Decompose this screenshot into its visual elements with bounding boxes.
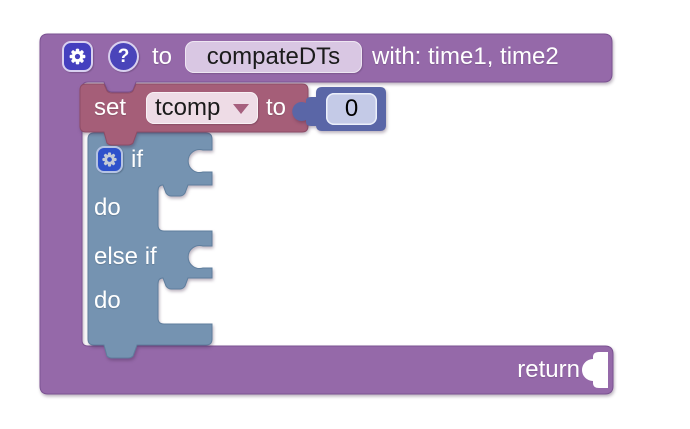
if-condition-socket[interactable] [186,148,212,174]
do-statement-socket-1[interactable] [160,187,212,229]
gear-glyph [69,48,86,65]
mutator-gear-icon[interactable] [62,41,93,72]
return-value-socket[interactable] [582,352,608,388]
else-if-label: else if [94,243,157,270]
procedure-name-field[interactable]: compateDTs [185,41,362,73]
procedure-params-label: with: time1, time2 [372,43,559,70]
set-label: set [94,94,127,121]
do-label-1: do [94,194,121,221]
else-if-condition-socket[interactable] [186,244,212,270]
variable-dropdown-value: tcomp [155,94,221,121]
gear-glyph [102,152,117,167]
help-icon[interactable]: ? [108,41,139,72]
procedure-to-label: to [152,43,173,70]
if-else-block[interactable] [87,132,213,359]
do-statement-socket-2[interactable] [160,280,212,322]
chevron-down-icon [233,104,249,114]
if-mutator-gear-icon[interactable] [96,146,123,173]
variable-dropdown[interactable]: tcomp [146,92,258,124]
if-label: if [131,145,143,173]
do-label-2: do [94,287,121,314]
return-label: return [517,356,580,383]
set-to-label: to [266,94,287,121]
number-value-field[interactable]: 0 [326,93,377,125]
